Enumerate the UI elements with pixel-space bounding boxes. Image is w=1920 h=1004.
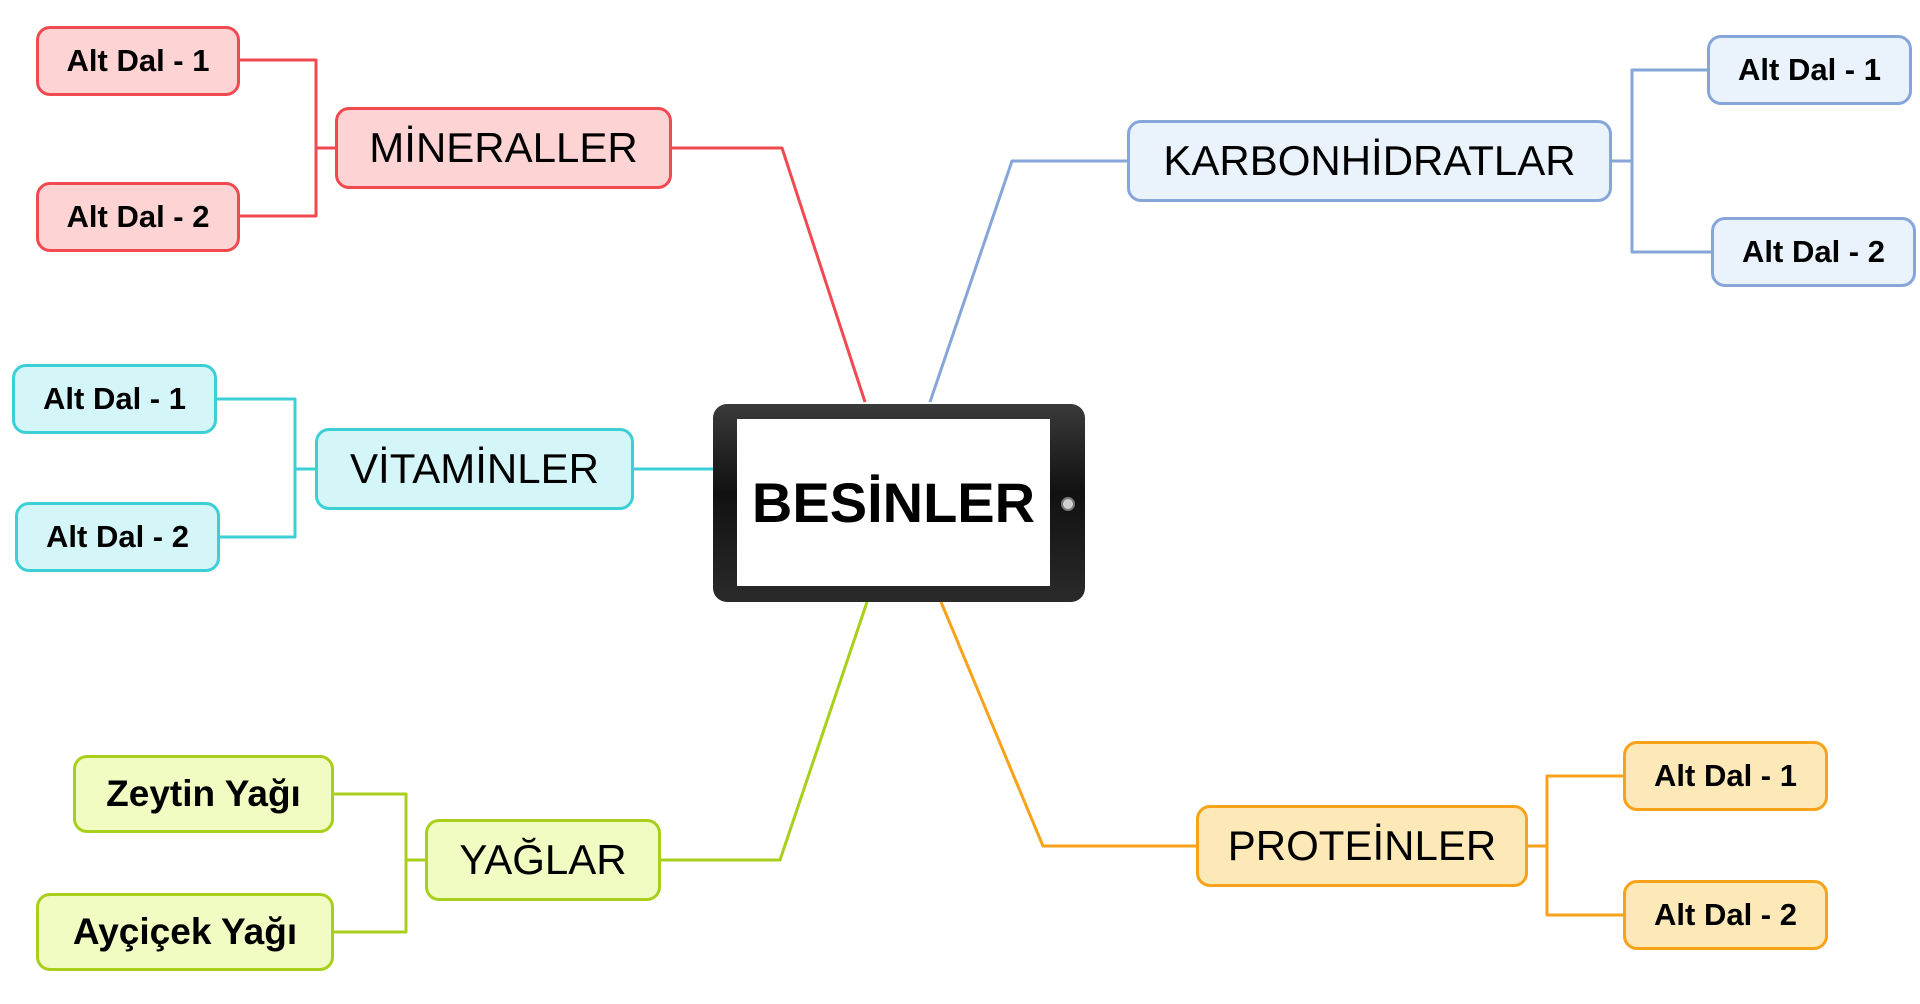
proteinler-sub-1-label: Alt Dal - 1 — [1654, 758, 1797, 793]
vitaminler-sub-1[interactable]: Alt Dal - 1 — [12, 364, 217, 434]
branch-yaglar[interactable]: YAĞLAR — [425, 819, 661, 901]
proteinler-sub-2[interactable]: Alt Dal - 2 — [1623, 880, 1828, 950]
link-vitaminler-sub2 — [218, 467, 315, 539]
branch-karbonhidratlar[interactable]: KARBONHİDRATLAR — [1127, 120, 1612, 202]
center-node-screen: BESİNLER — [737, 419, 1050, 586]
mineraller-sub-2-label: Alt Dal - 2 — [66, 199, 210, 234]
link-center-yaglar — [661, 601, 869, 862]
branch-mineraller-label: MİNERALLER — [369, 124, 638, 171]
link-mineraller-sub1 — [238, 58, 335, 150]
branch-proteinler-label: PROTEİNLER — [1227, 822, 1497, 869]
branch-proteinler[interactable]: PROTEİNLER — [1196, 805, 1528, 887]
proteinler-sub-1[interactable]: Alt Dal - 1 — [1623, 741, 1828, 811]
branch-vitaminler[interactable]: VİTAMİNLER — [315, 428, 634, 510]
mineraller-sub-2[interactable]: Alt Dal - 2 — [36, 182, 240, 252]
link-yaglar-sub2 — [332, 858, 425, 934]
branch-yaglar-label: YAĞLAR — [459, 836, 627, 883]
link-mineraller-sub2 — [238, 146, 335, 218]
yaglar-sub-zeytin-yagi-label: Zeytin Yağı — [106, 773, 301, 814]
vitaminler-sub-2[interactable]: Alt Dal - 2 — [15, 502, 220, 572]
center-node-label: BESİNLER — [751, 471, 1036, 534]
vitaminler-sub-1-label: Alt Dal - 1 — [43, 381, 186, 416]
link-karbonhidratlar-sub1 — [1612, 68, 1707, 163]
mineraller-sub-1[interactable]: Alt Dal - 1 — [36, 26, 240, 96]
tablet-camera-icon — [1061, 497, 1075, 511]
link-center-proteinler — [939, 601, 1196, 848]
karbonhidratlar-sub-2[interactable]: Alt Dal - 2 — [1711, 217, 1916, 287]
link-center-karbonhidratlar — [928, 159, 1127, 403]
proteinler-sub-2-label: Alt Dal - 2 — [1654, 897, 1797, 932]
link-vitaminler-sub1 — [215, 397, 315, 471]
link-proteinler-sub1 — [1528, 774, 1625, 848]
link-yaglar-sub1 — [332, 792, 425, 862]
center-node-tablet[interactable]: BESİNLER — [713, 404, 1085, 602]
karbonhidratlar-sub-1-label: Alt Dal - 1 — [1738, 52, 1881, 87]
vitaminler-sub-2-label: Alt Dal - 2 — [46, 519, 189, 554]
link-karbonhidratlar-sub2 — [1612, 159, 1711, 254]
branch-vitaminler-label: VİTAMİNLER — [350, 445, 599, 492]
branch-karbonhidratlar-label: KARBONHİDRATLAR — [1163, 137, 1576, 184]
branch-mineraller[interactable]: MİNERALLER — [335, 107, 672, 189]
link-center-mineraller — [672, 146, 867, 403]
yaglar-sub-aycicek-yagi[interactable]: Ayçiçek Yağı — [36, 893, 334, 971]
yaglar-sub-zeytin-yagi[interactable]: Zeytin Yağı — [73, 755, 334, 833]
link-proteinler-sub2 — [1528, 844, 1625, 917]
yaglar-sub-aycicek-yagi-label: Ayçiçek Yağı — [72, 911, 298, 952]
karbonhidratlar-sub-1[interactable]: Alt Dal - 1 — [1707, 35, 1912, 105]
karbonhidratlar-sub-2-label: Alt Dal - 2 — [1742, 234, 1885, 269]
mineraller-sub-1-label: Alt Dal - 1 — [66, 43, 210, 78]
